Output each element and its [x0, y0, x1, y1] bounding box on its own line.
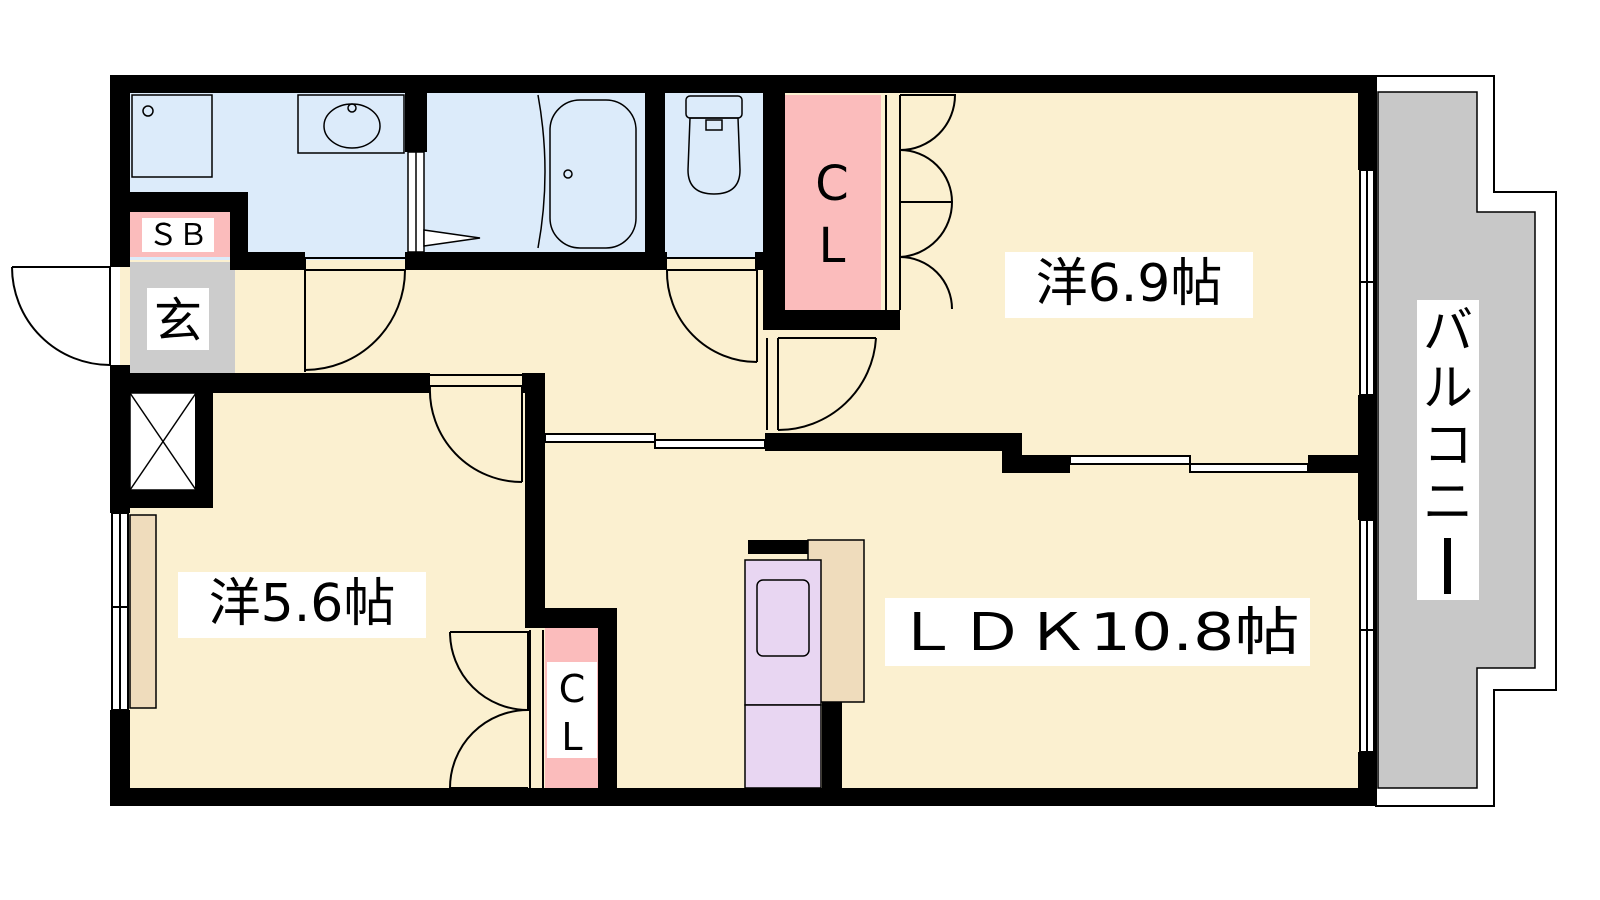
wall-storage-bottom [110, 490, 213, 508]
sliding-door-hall-ldk [544, 433, 766, 449]
ldk-label-bg [885, 598, 1310, 666]
room1-label-bg [1005, 252, 1253, 318]
window-right-lower [1359, 519, 1375, 753]
sliding-door-bath [407, 151, 481, 253]
sliding-door-ldk-room1 [1069, 455, 1309, 473]
window-left-sill [129, 514, 157, 709]
balcony-char-3: コ [1423, 416, 1473, 474]
outer-wall-bottom [110, 788, 1376, 806]
balcony-char-2: ル [1423, 359, 1473, 417]
outer-wall-left-top [110, 75, 130, 267]
outer-wall-left-bottom [110, 710, 130, 806]
storage-cross [129, 392, 197, 491]
door-entrance [11, 266, 111, 366]
balcony-char-4: ニ [1423, 473, 1473, 531]
shoe-box-label-bg [142, 218, 214, 252]
door-room2 [428, 374, 523, 484]
window-right-upper [1359, 169, 1375, 396]
door-toilet [665, 257, 758, 363]
wall-storage-right [195, 373, 213, 508]
wall-partition-a [765, 433, 1022, 451]
bathtub [537, 94, 637, 249]
balcony-char-5-bar: ー [1444, 538, 1451, 594]
closet-bottom-label-1: C [559, 667, 586, 711]
wall-kitchen-a [748, 540, 808, 554]
wall-partition-c [1002, 455, 1070, 473]
wall-sb-top [110, 192, 248, 212]
bathroom-floor [415, 93, 650, 258]
door-closet-top [885, 94, 957, 310]
room2-label-bg [178, 572, 426, 638]
door-washroom [304, 257, 406, 372]
wall-kitchen-b [822, 700, 842, 798]
door-closet-bottom [448, 630, 544, 789]
toilet [685, 95, 743, 195]
outer-wall-top [110, 75, 1376, 93]
outer-wall-left-mid [110, 365, 130, 513]
outer-wall-right-upper [1358, 75, 1376, 170]
room1-label: 洋6.9帖 [1036, 254, 1223, 314]
room2-label: 洋5.6帖 [209, 574, 396, 634]
entrance-label-bg [147, 288, 209, 350]
wall-cl-bottom-top [525, 608, 617, 628]
outer-wall-right-lower [1358, 752, 1376, 806]
wash-basin [297, 94, 405, 154]
wall-wet-bottom-a [235, 252, 305, 270]
closet-top-label-2: L [819, 218, 846, 274]
wall-bath-toilet [645, 90, 665, 270]
closet-top-fill [785, 95, 881, 310]
wall-sb-right [230, 192, 248, 270]
washing-machine-area [131, 94, 213, 178]
wall-wash-bath [405, 90, 427, 152]
wall-hall-bottom [110, 373, 430, 393]
ldk-label: ＬＤＫ10.8帖 [895, 603, 1300, 663]
door-room1 [766, 337, 877, 432]
wall-cl-bottom-right [598, 608, 617, 798]
closet-bottom-label-2: L [561, 715, 582, 759]
kitchen-sink-bowl [756, 579, 810, 657]
window-left [111, 512, 129, 711]
closet-bottom-label-bg [547, 662, 597, 758]
wall-partition-d [1308, 455, 1368, 473]
entrance-label: 玄 [154, 293, 202, 349]
fridge [744, 704, 822, 789]
balcony-char-1: バ [1423, 302, 1473, 360]
closet-top-label-1: C [815, 156, 849, 212]
wall-wet-bottom-b [405, 252, 667, 270]
wall-cl-top-bottom [763, 310, 900, 330]
wall-toilet-cl [763, 90, 785, 330]
wall-room2-right [525, 373, 545, 628]
shoe-box-label: ＳＢ [148, 218, 208, 253]
